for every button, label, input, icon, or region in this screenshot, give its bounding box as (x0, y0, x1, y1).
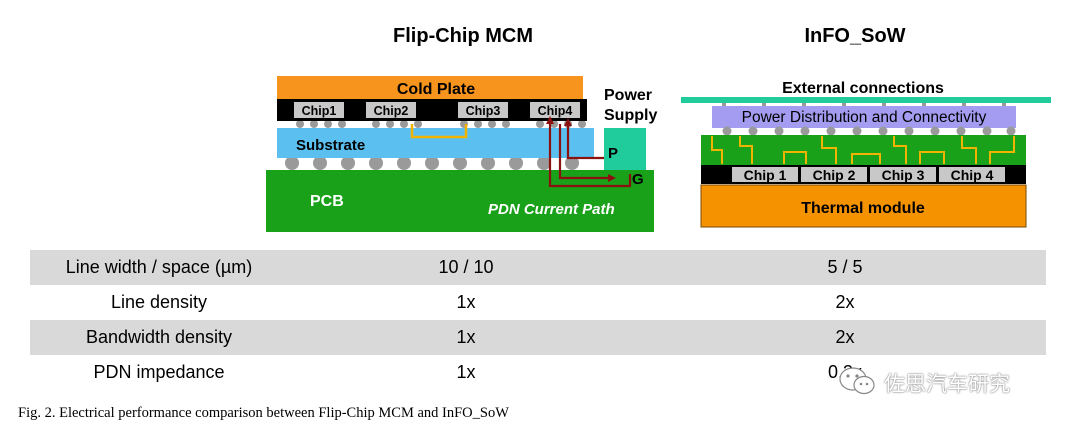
figure-caption: Fig. 2. Electrical performance compariso… (18, 405, 509, 421)
package-comparison-diagram: Flip-Chip MCM InFO_SoW PCB PDN Current P… (266, 25, 1051, 232)
pcb-solder-balls (285, 156, 579, 170)
chip-interconnect-trace (410, 124, 468, 139)
chip1-block (294, 102, 344, 118)
wechat-watermark: 佐思汽车研究 (836, 364, 1050, 398)
pdn-current-path-arrowheads (546, 116, 616, 182)
flip-chip-value-cell: 1x (456, 362, 476, 382)
pdn-current-path (548, 118, 632, 188)
chip2-label: Chip2 (374, 104, 409, 118)
info-chip1-block (732, 167, 798, 182)
chip3-block (458, 102, 508, 118)
power-supply-label-line1: Power (604, 87, 652, 104)
info-sow-value-cell: 2x (644, 320, 1046, 355)
chip2-block (366, 102, 416, 118)
wechat-icon (839, 367, 875, 395)
metric-cell: Line width / space (µm) (30, 250, 288, 285)
title-info-sow: InFO_SoW (804, 25, 905, 47)
info-chip2-label: Chip 2 (813, 167, 856, 183)
chip-row-band (277, 99, 587, 121)
metric-cell: Line density (110, 292, 208, 312)
power-distribution-bumps (722, 126, 1016, 136)
pcb-block (266, 170, 654, 232)
substrate-block (277, 128, 594, 158)
flip-chip-value-cell: 10 / 10 (288, 250, 644, 285)
info-sow-value-cell: 2x (835, 292, 855, 312)
pdn-current-path-label: PDN Current Path (488, 201, 615, 218)
chip4-block (530, 102, 580, 118)
chip4-label: Chip4 (538, 104, 573, 118)
pcb-label: PCB (310, 193, 344, 210)
watermark-text: 佐思汽车研究 (884, 372, 1010, 396)
substrate-label: Substrate (296, 137, 365, 154)
info-sow-value-cell: 5 / 5 (644, 250, 1046, 285)
power-p-label: P (608, 145, 618, 162)
cold-plate-block (277, 76, 583, 99)
table-row: PDN impedance 1x 0.3x (30, 355, 1046, 390)
info-sow-diagram: External connections Power Distribution … (681, 80, 1051, 228)
info-redistribution-layer (701, 135, 1026, 165)
metric-cell: Bandwidth density (30, 320, 288, 355)
thermal-module-label: Thermal module (801, 200, 925, 217)
table-row: Line width / space (µm) 10 / 10 5 / 5 (30, 250, 1046, 285)
table-row: Line density 1x 2x (30, 285, 1046, 320)
external-connection-pins (722, 103, 1006, 108)
chip1-label: Chip1 (302, 104, 337, 118)
flip-chip-value-cell: 1x (456, 292, 476, 312)
cold-plate-label: Cold Plate (397, 81, 475, 98)
power-distribution-layer (712, 106, 1016, 128)
flip-chip-value-cell: 1x (288, 320, 644, 355)
comparison-table: Line width / space (µm) 10 / 10 5 / 5 Li… (30, 250, 1046, 390)
flip-chip-mcm-diagram: PCB PDN Current Path Substrate Chip1 Chi… (266, 76, 657, 232)
title-flip-chip-mcm: Flip-Chip MCM (393, 25, 533, 47)
info-chip4-block (939, 167, 1005, 182)
external-connections-label: External connections (782, 80, 944, 97)
info-chip3-block (870, 167, 936, 182)
info-rdl-traces (711, 136, 1015, 164)
power-supply-label-line2: Supply (604, 107, 657, 124)
info-chip3-label: Chip 3 (882, 167, 925, 183)
ground-g-label: G (632, 171, 644, 188)
table-row: Bandwidth density 1x 2x (30, 320, 1046, 355)
chip3-label: Chip3 (466, 104, 501, 118)
info-chip4-label: Chip 4 (951, 167, 994, 183)
metric-cell: PDN impedance (93, 362, 225, 382)
external-connections-bar (681, 97, 1051, 103)
power-supply-block (604, 128, 646, 170)
info-chip2-block (801, 167, 867, 182)
chip-micro-bumps (296, 120, 586, 128)
power-distribution-label: Power Distribution and Connectivity (742, 109, 987, 126)
info-chip1-label: Chip 1 (744, 167, 787, 183)
thermal-module-block (700, 184, 1027, 228)
